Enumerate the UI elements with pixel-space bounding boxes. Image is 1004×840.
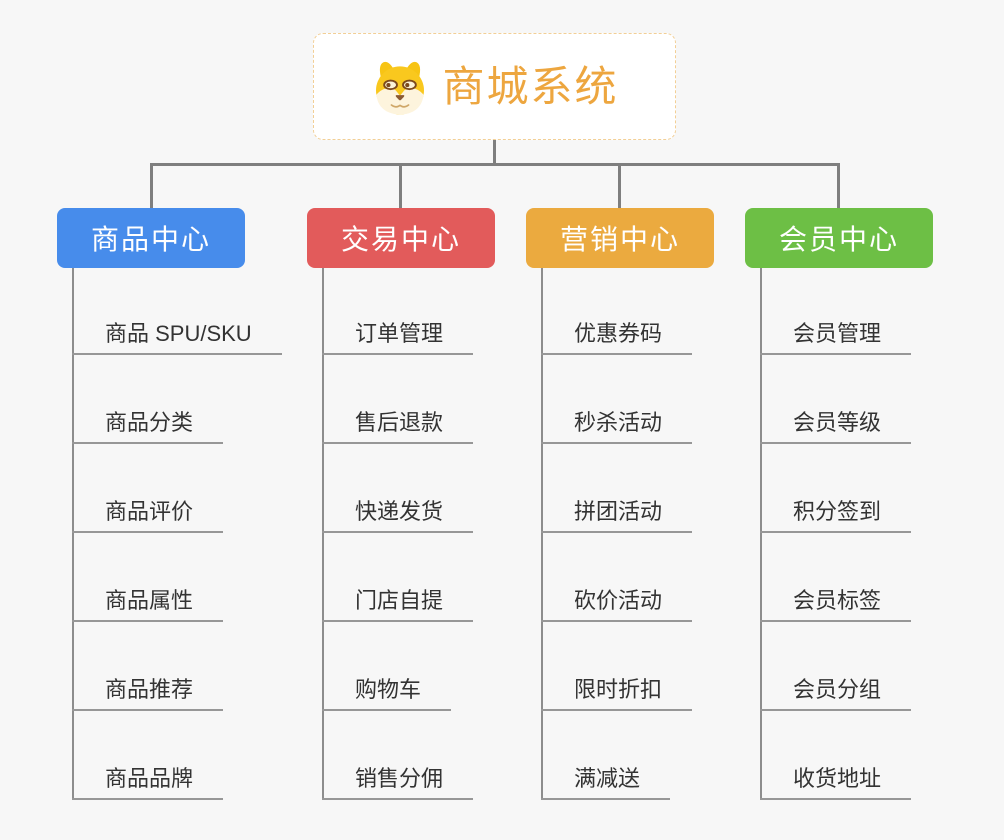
branch-label: 商品中心 <box>90 224 211 255</box>
leaf-node[interactable]: 门店自提 <box>322 584 474 622</box>
leaf-node[interactable]: 限时折扣 <box>541 673 693 711</box>
leaf-node[interactable]: 满减送 <box>541 762 671 800</box>
leaf-node[interactable]: 商品分类 <box>72 406 224 444</box>
root-title: 商城系统 <box>442 62 619 110</box>
leaf-node[interactable]: 会员等级 <box>760 406 912 444</box>
leaf-node[interactable]: 会员管理 <box>760 317 912 355</box>
branch-node-product-center[interactable]: 商品中心 <box>57 208 245 268</box>
connector-drop <box>618 163 621 210</box>
leaf-node[interactable]: 砍价活动 <box>541 584 693 622</box>
leaf-node[interactable]: 销售分佣 <box>322 762 474 800</box>
leaf-node[interactable]: 会员标签 <box>760 584 912 622</box>
connector-horizontal-bar <box>150 163 839 166</box>
leaf-node[interactable]: 商品 SPU/SKU <box>72 317 282 355</box>
connector-drop <box>399 163 402 210</box>
doge-icon <box>376 61 425 114</box>
root-node[interactable]: 商城系统 <box>313 33 676 140</box>
connector-drop <box>837 163 840 210</box>
leaf-node[interactable]: 商品评价 <box>72 495 224 533</box>
branch-label: 会员中心 <box>778 224 899 255</box>
connector-trunk <box>541 268 543 800</box>
leaf-node[interactable]: 收货地址 <box>760 762 912 800</box>
leaf-node[interactable]: 秒杀活动 <box>541 406 693 444</box>
leaf-node[interactable]: 拼团活动 <box>541 495 693 533</box>
branch-node-marketing-center[interactable]: 营销中心 <box>526 208 714 268</box>
leaf-node[interactable]: 会员分组 <box>760 673 912 711</box>
branch-label: 交易中心 <box>340 224 461 255</box>
connector-trunk <box>760 268 762 800</box>
connector-trunk <box>72 268 74 800</box>
connector-trunk <box>322 268 324 800</box>
leaf-node[interactable]: 积分签到 <box>760 495 912 533</box>
leaf-node[interactable]: 商品推荐 <box>72 673 224 711</box>
branch-node-trade-center[interactable]: 交易中心 <box>307 208 495 268</box>
leaf-node[interactable]: 快递发货 <box>322 495 474 533</box>
leaf-node[interactable]: 购物车 <box>322 673 452 711</box>
leaf-node[interactable]: 订单管理 <box>322 317 474 355</box>
leaf-node[interactable]: 优惠券码 <box>541 317 693 355</box>
connector-drop <box>150 163 153 210</box>
leaf-node[interactable]: 商品属性 <box>72 584 224 622</box>
leaf-node[interactable]: 售后退款 <box>322 406 474 444</box>
connector-root-stem <box>493 138 496 165</box>
branch-node-member-center[interactable]: 会员中心 <box>745 208 933 268</box>
branch-label: 营销中心 <box>559 224 680 255</box>
leaf-node[interactable]: 商品品牌 <box>72 762 224 800</box>
